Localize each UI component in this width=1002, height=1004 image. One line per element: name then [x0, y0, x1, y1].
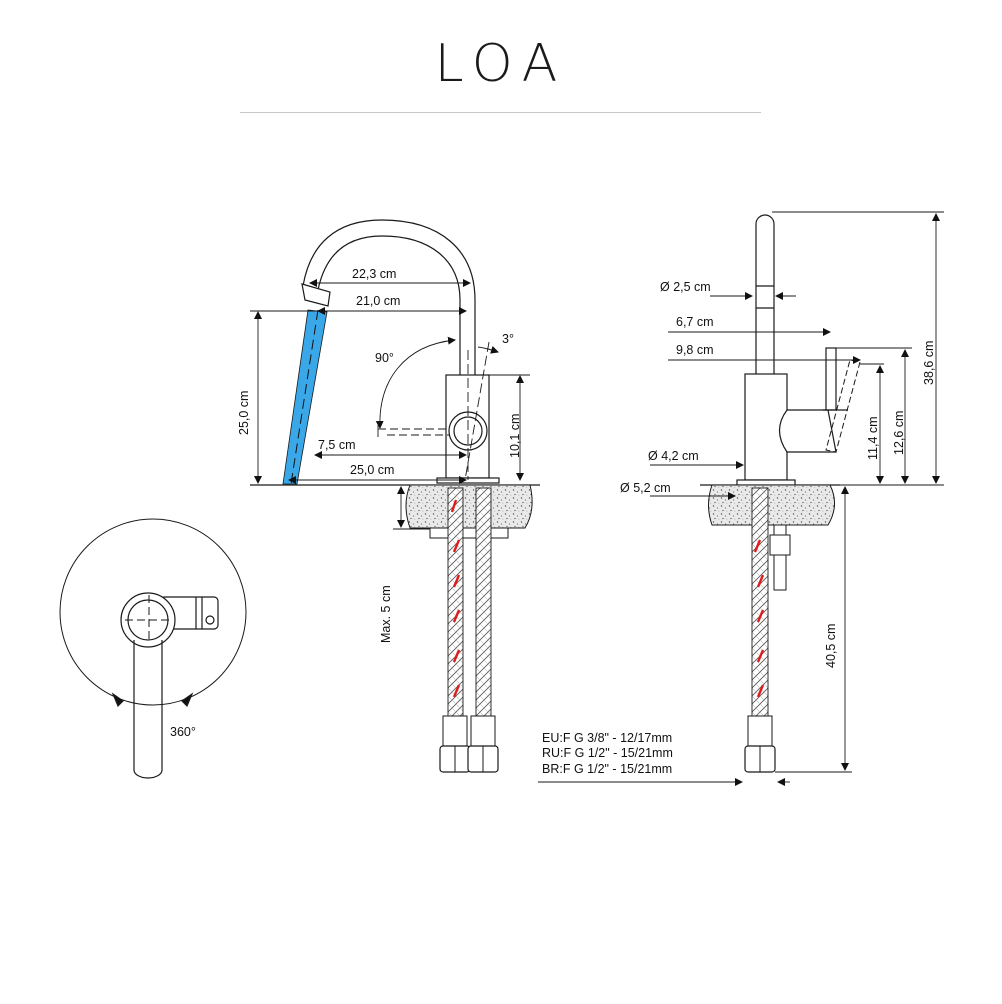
dim-total-height: 38,6 cm — [922, 341, 936, 385]
connection-eu: EU:F G 3/8" - 12/17mm — [542, 731, 672, 745]
front-hoses — [439, 487, 499, 773]
dim-handle-length: 7,5 cm — [318, 438, 356, 452]
dim-spout-reach-inner: 21,0 cm — [356, 294, 400, 308]
dim-spout-diameter: Ø 2,5 cm — [660, 280, 711, 294]
rotation-label: 360° — [170, 725, 196, 739]
side-view — [700, 214, 848, 487]
dim-handle-height-1: 12,6 cm — [892, 411, 906, 455]
dim-handle-offset-2: 9,8 cm — [676, 343, 714, 357]
dim-hose-length: 40,5 cm — [824, 624, 838, 668]
side-countertop — [708, 484, 835, 591]
dim-tilt-angle: 3° — [502, 332, 514, 346]
page-title: LOA — [434, 34, 568, 94]
water-stream — [282, 309, 328, 485]
dim-base-diameter: Ø 5,2 cm — [620, 481, 671, 495]
connection-br: BR:F G 1/2" - 15/21mm — [542, 762, 672, 776]
side-dimension-lines — [538, 211, 944, 786]
side-hose — [744, 487, 776, 773]
dim-spout-height: 25,0 cm — [237, 391, 251, 435]
top-view — [59, 518, 247, 779]
front-countertop — [405, 484, 533, 539]
dim-handle-angle: 90° — [375, 351, 394, 365]
dim-body-height: 10,1 cm — [508, 414, 522, 458]
dim-body-diameter: Ø 4,2 cm — [648, 449, 699, 463]
dim-base-reach: 25,0 cm — [350, 463, 394, 477]
dim-handle-offset-1: 6,7 cm — [676, 315, 714, 329]
dim-spout-reach-outer: 22,3 cm — [352, 267, 396, 281]
dim-handle-height-2: 11,4 cm — [866, 416, 880, 460]
title-divider — [240, 112, 761, 113]
connection-ru: RU:F G 1/2" - 15/21mm — [542, 746, 673, 760]
dim-max-thickness: Max. 5 cm — [379, 585, 393, 643]
